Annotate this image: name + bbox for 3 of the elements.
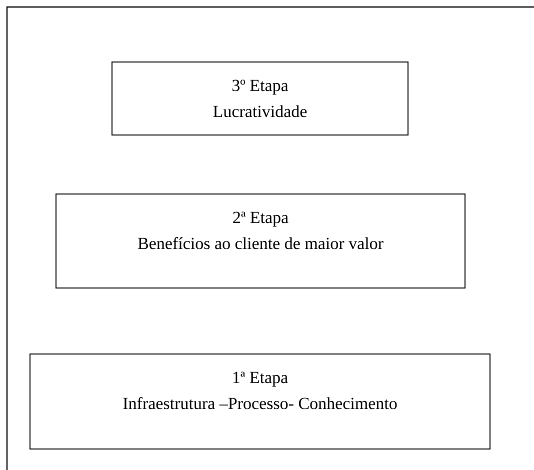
stage-box: 2ª Etapa Benefícios ao cliente de maior valor (56, 194, 466, 288)
stage-box: 3º Etapa Lucratividade (112, 62, 408, 136)
stage-box: 1ª Etapa Infraestrutura –Processo- Conhecimento (30, 354, 490, 450)
